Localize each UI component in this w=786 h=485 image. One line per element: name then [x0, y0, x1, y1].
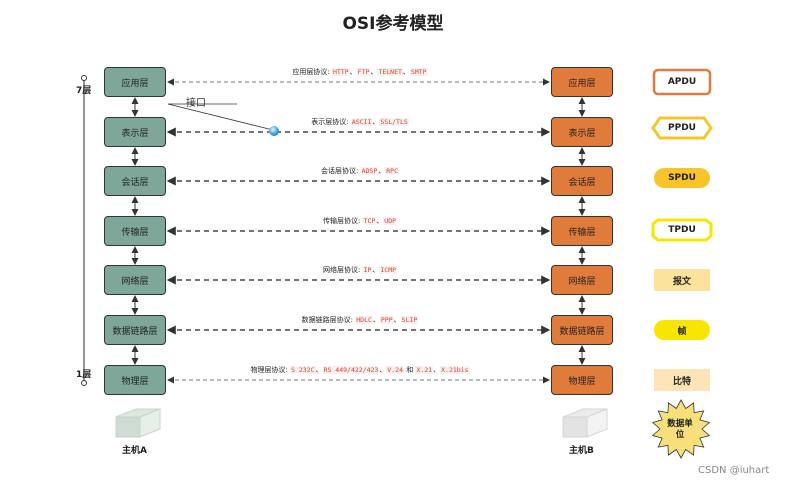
data-unit-label: 数据单位 — [667, 419, 693, 440]
host-b-label: 主机B — [569, 446, 594, 456]
presentation-protocols: 表示层协议: ASCII、SSL/TLS — [311, 118, 409, 126]
spdu-shape — [654, 168, 710, 188]
session-protocols: 会话层协议: ADSP、RPC — [321, 167, 399, 175]
host-a-application-layer: 应用层 — [104, 67, 166, 97]
host-a-label: 主机A — [122, 446, 147, 456]
frame-shape — [654, 320, 710, 340]
network-protocols: 网络层协议: IP、ICMP — [322, 266, 398, 274]
bit-shape — [654, 369, 710, 391]
host-a-physical-layer: 物理层 — [104, 365, 166, 395]
datalink-protocols: 数据链路层协议: HDLC、PPP、SLIP — [301, 316, 419, 324]
ppdu-label: PPDU — [668, 123, 696, 133]
top-layer-label: 7层 — [76, 86, 92, 96]
bit-label: 比特 — [672, 376, 691, 387]
page-title: OSI参考模型 — [342, 14, 444, 34]
physical-protocols: 物理层协议: S 232C、RS 449/422/423、V.24 和 X.21… — [250, 366, 470, 374]
left-axis-top-dot — [81, 75, 87, 81]
packet-shape — [654, 269, 710, 291]
host-a-transport-layer: 传输层 — [104, 216, 166, 246]
host-b-transport-layer: 传输层 — [551, 216, 613, 246]
host-a-session-layer: 会话层 — [104, 166, 166, 196]
host-b-presentation-layer: 表示层 — [551, 117, 613, 147]
host-a-datalink-layer: 数据链路层 — [104, 315, 166, 345]
apdu-shape — [652, 68, 712, 96]
spdu-label: SPDU — [668, 173, 696, 183]
bottom-layer-label: 1层 — [76, 370, 92, 380]
host-a-presentation-layer: 表示层 — [104, 117, 166, 147]
data-unit-star — [651, 399, 711, 459]
host-b-network-layer: 网络层 — [551, 265, 613, 295]
host-a-network-layer: 网络层 — [104, 265, 166, 295]
host-b-datalink-layer: 数据链路层 — [551, 315, 613, 345]
host-b-icon — [562, 408, 608, 438]
apdu-label: APDU — [667, 77, 697, 87]
tpdu-shape — [651, 218, 713, 242]
interface-label: 接口 — [186, 98, 206, 109]
host-a-icon — [115, 408, 161, 438]
host-b-session-layer: 会话层 — [551, 166, 613, 196]
application-protocols: 应用层协议: HTTP、FTP、TELNET、SMTP — [292, 68, 428, 76]
ppdu-shape — [651, 116, 713, 140]
watermark: CSDN @iuhart — [698, 465, 770, 476]
frame-label: 帧 — [677, 326, 687, 337]
left-axis-bottom-dot — [81, 380, 87, 386]
interface-pointer-diag — [167, 103, 274, 131]
interface-ball — [269, 126, 279, 136]
host-b-physical-layer: 物理层 — [551, 365, 613, 395]
transport-protocols: 传输层协议: TCP、UDP — [322, 217, 398, 225]
host-b-application-layer: 应用层 — [551, 67, 613, 97]
packet-label: 报文 — [672, 276, 691, 287]
tpdu-label: TPDU — [668, 225, 696, 235]
